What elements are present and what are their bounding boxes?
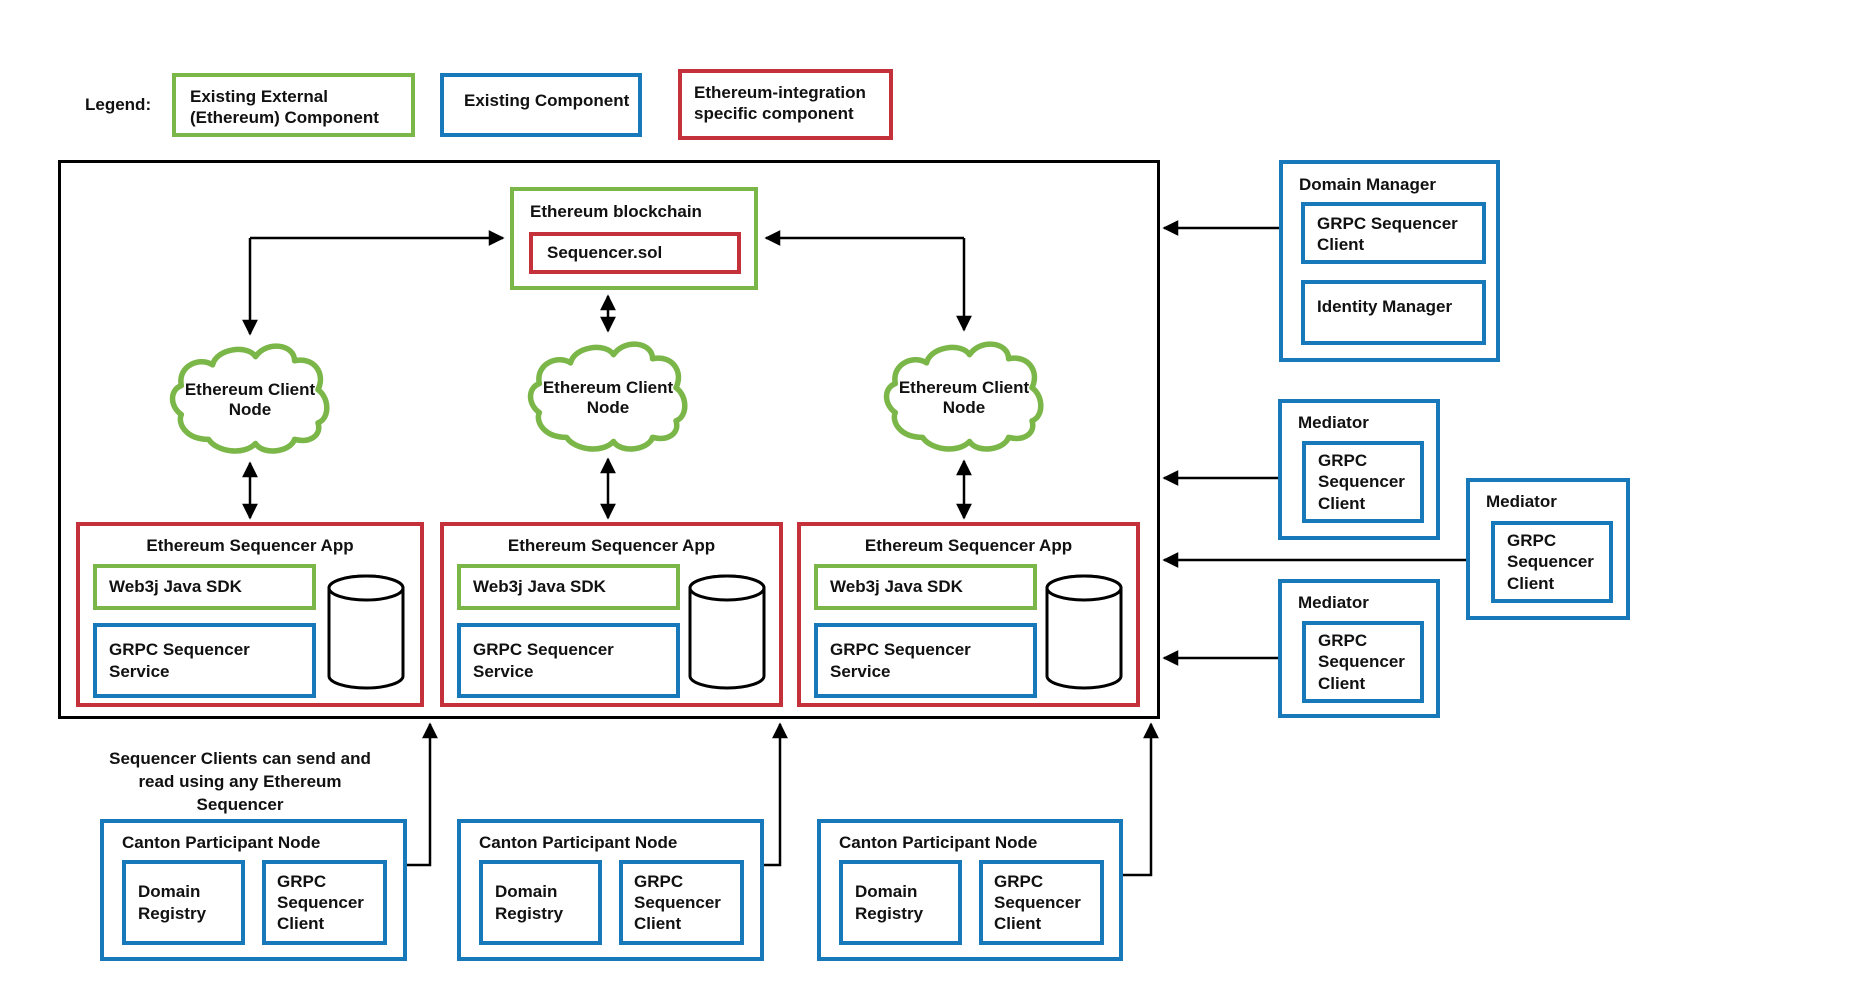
mediator-title: Mediator [1298, 593, 1369, 612]
grpc-sequencer-client-box: GRPC Sequencer Client [1302, 441, 1424, 523]
database-icon [1045, 574, 1123, 690]
database-icon [327, 574, 405, 690]
cloud-icon [527, 341, 688, 452]
canton-node-title: Canton Participant Node [122, 833, 321, 852]
web3j-sdk-box: Web3j Java SDK [93, 564, 316, 610]
ethereum-blockchain-title: Ethereum blockchain [530, 202, 702, 221]
cloud-label: Ethereum Client Node [542, 378, 674, 417]
sequencer-app-title: Ethereum Sequencer App [507, 536, 716, 555]
domain-registry-box: Domain Registry [839, 860, 962, 945]
ethereum-sequencer-app-1: Ethereum Sequencer App Web3j Java SDK GR… [76, 522, 424, 707]
mediator-title: Mediator [1298, 413, 1369, 432]
sequencer-app-title: Ethereum Sequencer App [146, 536, 354, 555]
web3j-sdk-box: Web3j Java SDK [814, 564, 1037, 610]
ethereum-client-node-1: Ethereum Client Node [165, 334, 335, 462]
legend-existing-external: Existing External (Ethereum) Component [172, 73, 415, 137]
grpc-sequencer-client-box: GRPC Sequencer Client [262, 860, 387, 945]
connector-canton2-sequencers [764, 722, 788, 867]
database-icon [688, 574, 766, 690]
ethereum-client-node-3: Ethereum Client Node [879, 332, 1049, 460]
sequencer-app-title: Ethereum Sequencer App [864, 536, 1073, 555]
sequencer-sol-box: Sequencer.sol [529, 232, 741, 274]
domain-manager-title: Domain Manager [1299, 175, 1436, 194]
mediator-title: Mediator [1486, 492, 1557, 511]
grpc-sequencer-client-box: GRPC Sequencer Client [979, 860, 1104, 945]
cloud-label: Ethereum Client Node [184, 380, 316, 419]
grpc-sequencer-service-box: GRPC Sequencer Service [814, 623, 1037, 698]
ethereum-blockchain-box: Ethereum blockchain Sequencer.sol [510, 187, 758, 290]
legend-ethereum-integration: Ethereum-integration specific component [678, 69, 893, 140]
mediator-box-2: Mediator GRPC Sequencer Client [1466, 478, 1630, 620]
ethereum-client-node-2: Ethereum Client Node [523, 332, 693, 460]
domain-registry-box: Domain Registry [479, 860, 602, 945]
ethereum-sequencer-app-2: Ethereum Sequencer App Web3j Java SDK GR… [440, 522, 783, 707]
grpc-sequencer-client-box: GRPC Sequencer Client [619, 860, 744, 945]
connector-canton1-sequencers [407, 722, 438, 867]
legend-label: Legend: [85, 95, 152, 114]
canton-participant-node-2: Canton Participant Node Domain Registry … [457, 819, 764, 961]
connector-canton3-sequencers [1123, 722, 1159, 877]
sequencer-domain-container [58, 160, 1160, 719]
grpc-sequencer-client-box: GRPC Sequencer Client [1301, 202, 1486, 264]
grpc-sequencer-client-box: GRPC Sequencer Client [1491, 521, 1613, 603]
mediator-box-3: Mediator GRPC Sequencer Client [1278, 579, 1440, 718]
mediator-box-1: Mediator GRPC Sequencer Client [1278, 399, 1440, 540]
domain-registry-box: Domain Registry [122, 860, 245, 945]
domain-manager-box: Domain Manager GRPC Sequencer Client Ide… [1279, 160, 1500, 362]
canton-node-title: Canton Participant Node [839, 833, 1038, 852]
grpc-sequencer-service-box: GRPC Sequencer Service [457, 623, 680, 698]
ethereum-sequencer-app-3: Ethereum Sequencer App Web3j Java SDK GR… [797, 522, 1140, 707]
cloud-label: Ethereum Client Node [898, 378, 1030, 417]
grpc-sequencer-client-box: GRPC Sequencer Client [1302, 621, 1424, 703]
canton-participant-node-3: Canton Participant Node Domain Registry … [817, 819, 1123, 961]
canton-node-title: Canton Participant Node [479, 833, 678, 852]
sequencer-clients-note: Sequencer Clients can send and read usin… [109, 749, 371, 814]
cloud-icon [883, 341, 1044, 452]
legend-existing-component: Existing Component [440, 73, 642, 137]
web3j-sdk-box: Web3j Java SDK [457, 564, 680, 610]
cloud-icon [169, 343, 330, 454]
canton-participant-node-1: Canton Participant Node Domain Registry … [100, 819, 407, 961]
grpc-sequencer-service-box: GRPC Sequencer Service [93, 623, 316, 698]
identity-manager-box: Identity Manager [1301, 280, 1486, 345]
